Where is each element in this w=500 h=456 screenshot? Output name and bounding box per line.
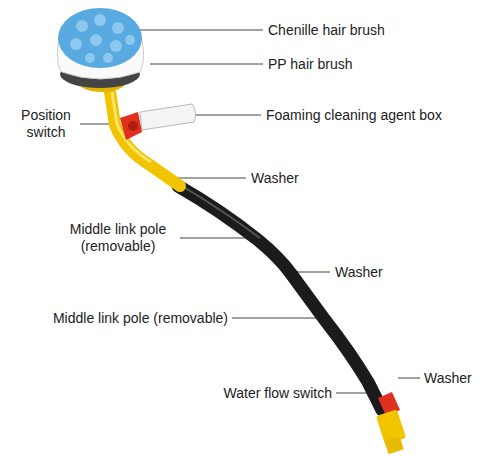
part-label: Water flow switch bbox=[224, 385, 332, 402]
part-label: Chenille hair brush bbox=[268, 22, 385, 39]
position-switch bbox=[120, 112, 142, 140]
foam-box bbox=[140, 104, 196, 130]
part-label: PP hair brush bbox=[268, 56, 353, 73]
part-label: Foaming cleaning agent box bbox=[266, 107, 442, 124]
chenille-tufts bbox=[70, 14, 135, 63]
part-label: Washer bbox=[424, 370, 472, 387]
pole bbox=[178, 186, 382, 410]
part-label: Middle link pole (removable) bbox=[53, 221, 183, 255]
part-label: Position switch bbox=[8, 107, 84, 141]
part-label: Middle link pole (removable) bbox=[53, 310, 228, 327]
bend-tube bbox=[110, 92, 180, 186]
leader-lines bbox=[80, 30, 420, 393]
part-label: Washer bbox=[335, 264, 383, 281]
chenille bbox=[58, 8, 142, 68]
pole-shine bbox=[182, 186, 260, 238]
part-label: Washer bbox=[251, 170, 299, 187]
